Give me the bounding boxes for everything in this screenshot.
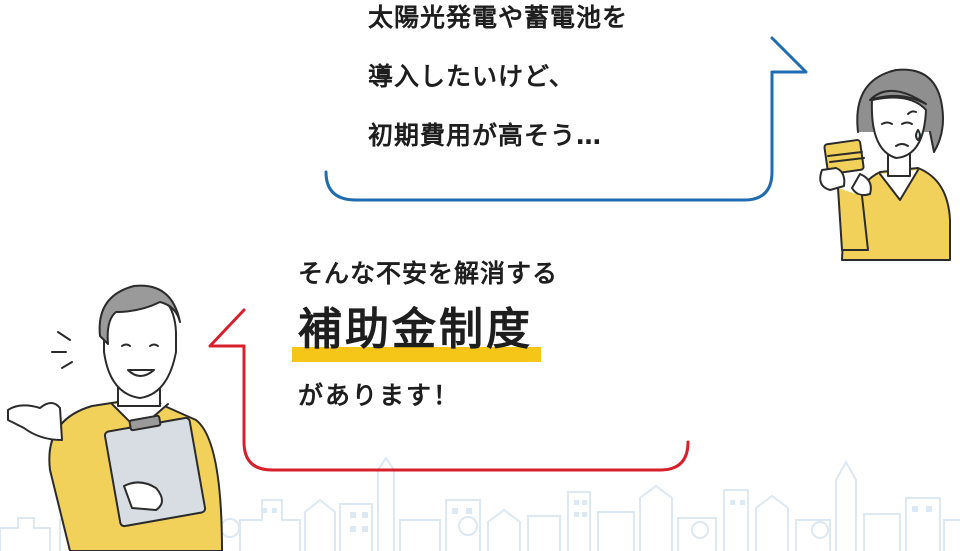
headline-wrap: 補助金制度: [292, 302, 541, 362]
bottom-bubble-outline: [208, 308, 690, 472]
worry-line-3: 初期費用が高そう…: [368, 121, 603, 150]
answer-lead: そんな不安を解消する: [298, 259, 559, 288]
worry-line-2: 導入したいけど、: [368, 62, 575, 91]
worry-speech-text: 太陽光発電や蓄電池を 導入したいけど、 初期費用が高そう…: [368, 2, 748, 179]
answer-tail: があります！: [298, 381, 461, 410]
worry-line-1: 太陽光発電や蓄電池を: [368, 3, 629, 32]
subsidy-headline: 補助金制度: [298, 304, 533, 355]
top-bubble-outline: [324, 36, 808, 202]
headline-highlight: [292, 347, 541, 362]
answer-speech-text: そんな不安を解消する 補助金制度 があります！: [292, 258, 698, 412]
